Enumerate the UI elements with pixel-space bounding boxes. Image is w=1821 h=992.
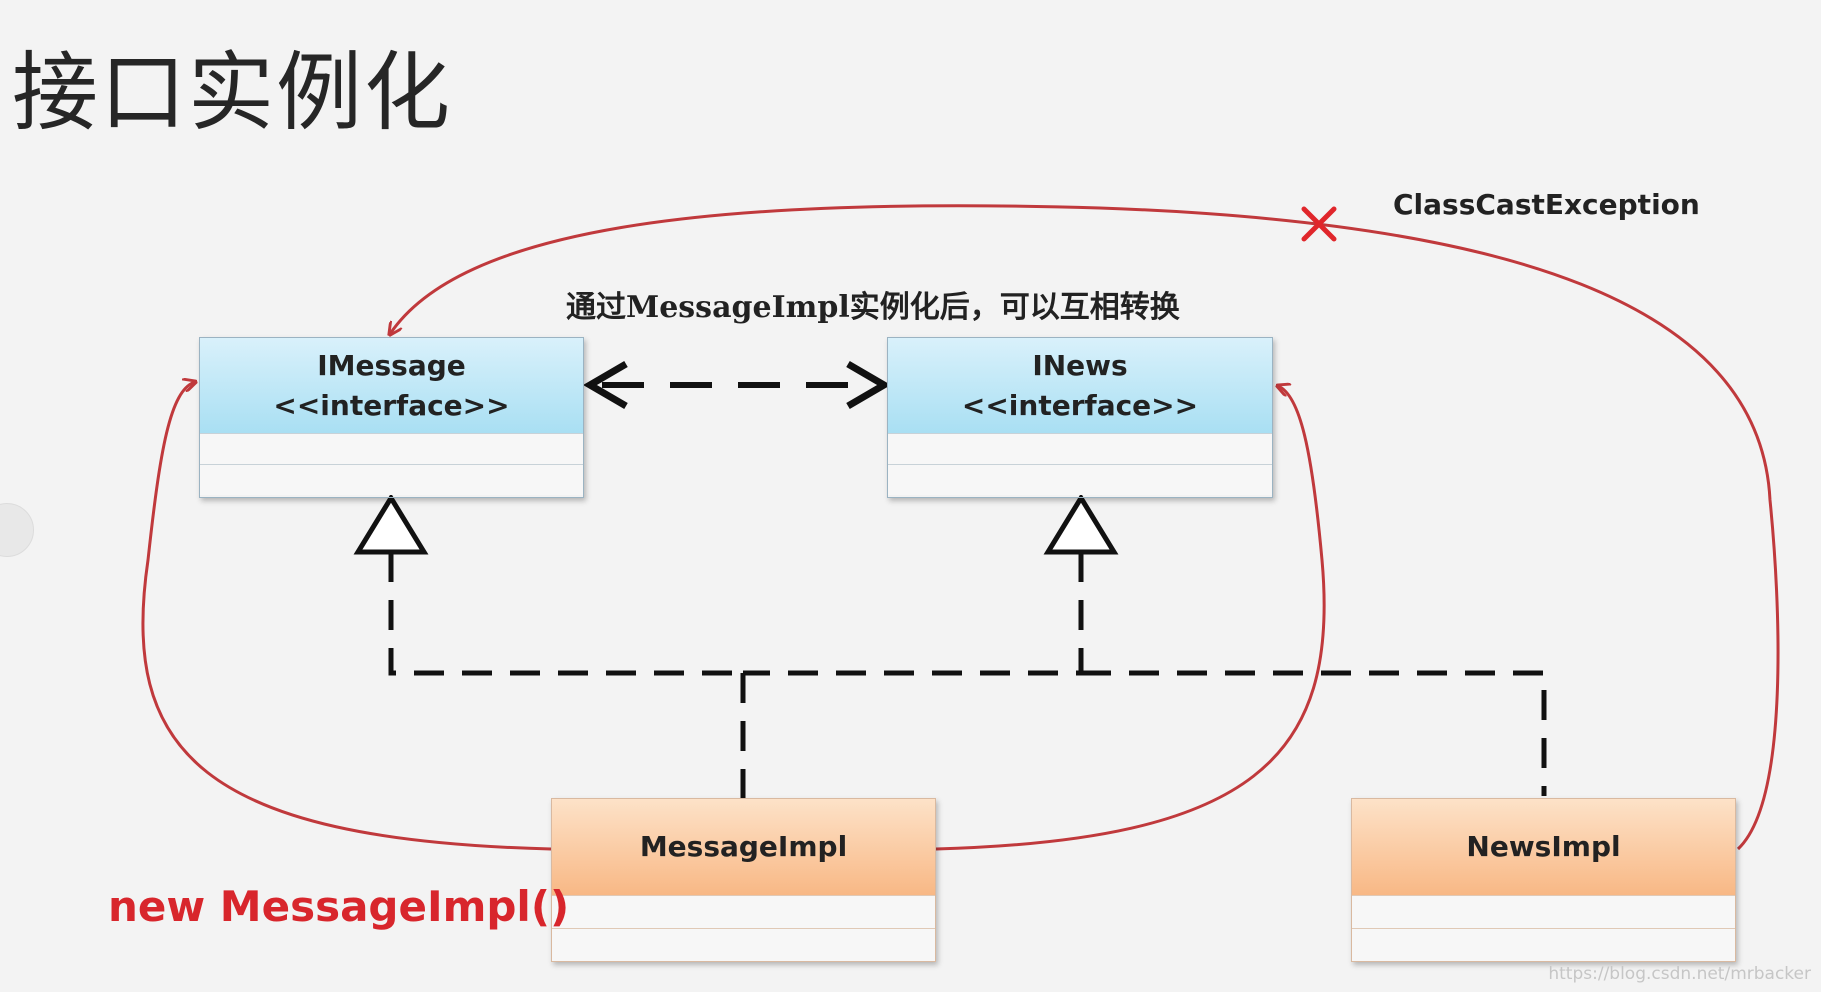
inews-interface-box: INews <<interface>> (887, 337, 1273, 498)
newsimpl-name: NewsImpl (1466, 830, 1621, 863)
cross-icon (1301, 206, 1337, 242)
instantiation-label: new MessageImpl() (108, 882, 570, 931)
inews-header: INews <<interface>> (888, 338, 1272, 433)
watermark: https://blog.csdn.net/mrbacker (1548, 964, 1811, 984)
imessage-name: IMessage (317, 348, 466, 382)
messageimpl-header: MessageImpl (552, 799, 935, 895)
inews-attributes-section (888, 433, 1272, 464)
messageimpl-name: MessageImpl (639, 830, 848, 863)
imessage-attributes-section (200, 433, 583, 464)
inews-realization-triangle (1043, 493, 1119, 555)
realization-lines (388, 552, 1547, 798)
newsimpl-header: NewsImpl (1352, 799, 1735, 895)
newsimpl-attributes-section (1352, 895, 1735, 928)
messageimpl-methods-section (552, 928, 935, 961)
messageimpl-attributes-section (552, 895, 935, 928)
inews-methods-section (888, 464, 1272, 495)
curve-messageimpl-to-imessage (141, 382, 552, 851)
imessage-methods-section (200, 464, 583, 495)
imessage-interface-box: IMessage <<interface>> (199, 337, 584, 498)
exception-label: ClassCastException (1393, 188, 1700, 221)
imessage-realization-triangle (353, 493, 429, 555)
curve-newsimpl-to-imessage (390, 204, 1780, 851)
newsimpl-class-box: NewsImpl (1351, 798, 1736, 962)
conversion-note: 通过MessageImpl实例化后，可以互相转换 (566, 290, 1180, 325)
newsimpl-methods-section (1352, 928, 1735, 961)
left-arrowhead (583, 360, 628, 410)
curve-messageimpl-to-inews (935, 386, 1326, 851)
inews-name: INews (1032, 348, 1128, 382)
inews-stereotype: <<interface>> (961, 388, 1199, 422)
page-title: 接口实例化 (12, 43, 452, 143)
red-curves (141, 204, 1780, 851)
messageimpl-class-box: MessageImpl (551, 798, 936, 962)
imessage-stereotype: <<interface>> (273, 388, 510, 422)
imessage-header: IMessage <<interface>> (200, 338, 583, 433)
right-arrowhead (846, 360, 891, 410)
